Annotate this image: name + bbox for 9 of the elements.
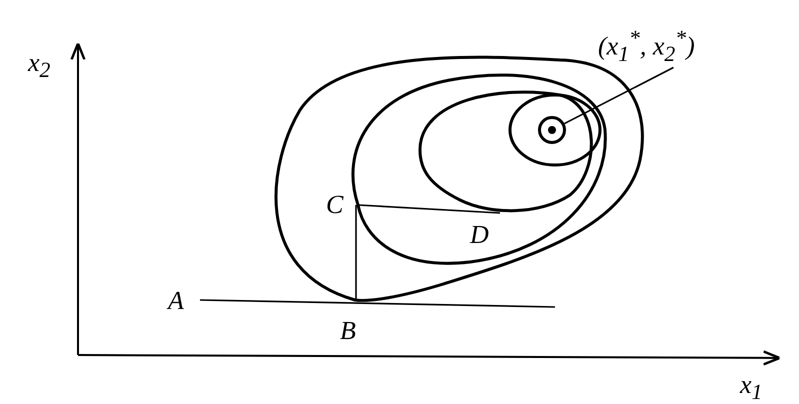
leader-line bbox=[564, 66, 674, 124]
point-label: B bbox=[340, 318, 356, 344]
axis-label: x$_{1}$ bbox=[740, 372, 762, 404]
point-label: D bbox=[470, 222, 489, 248]
point-label: (x$_{1}$$^{*}$, x$_{2}$$^{*}$) bbox=[598, 28, 695, 66]
point-label: C bbox=[326, 192, 344, 218]
axis-label: x$_{2}$ bbox=[28, 50, 50, 82]
point-label: A bbox=[168, 288, 184, 314]
optimum-point bbox=[538, 116, 566, 144]
